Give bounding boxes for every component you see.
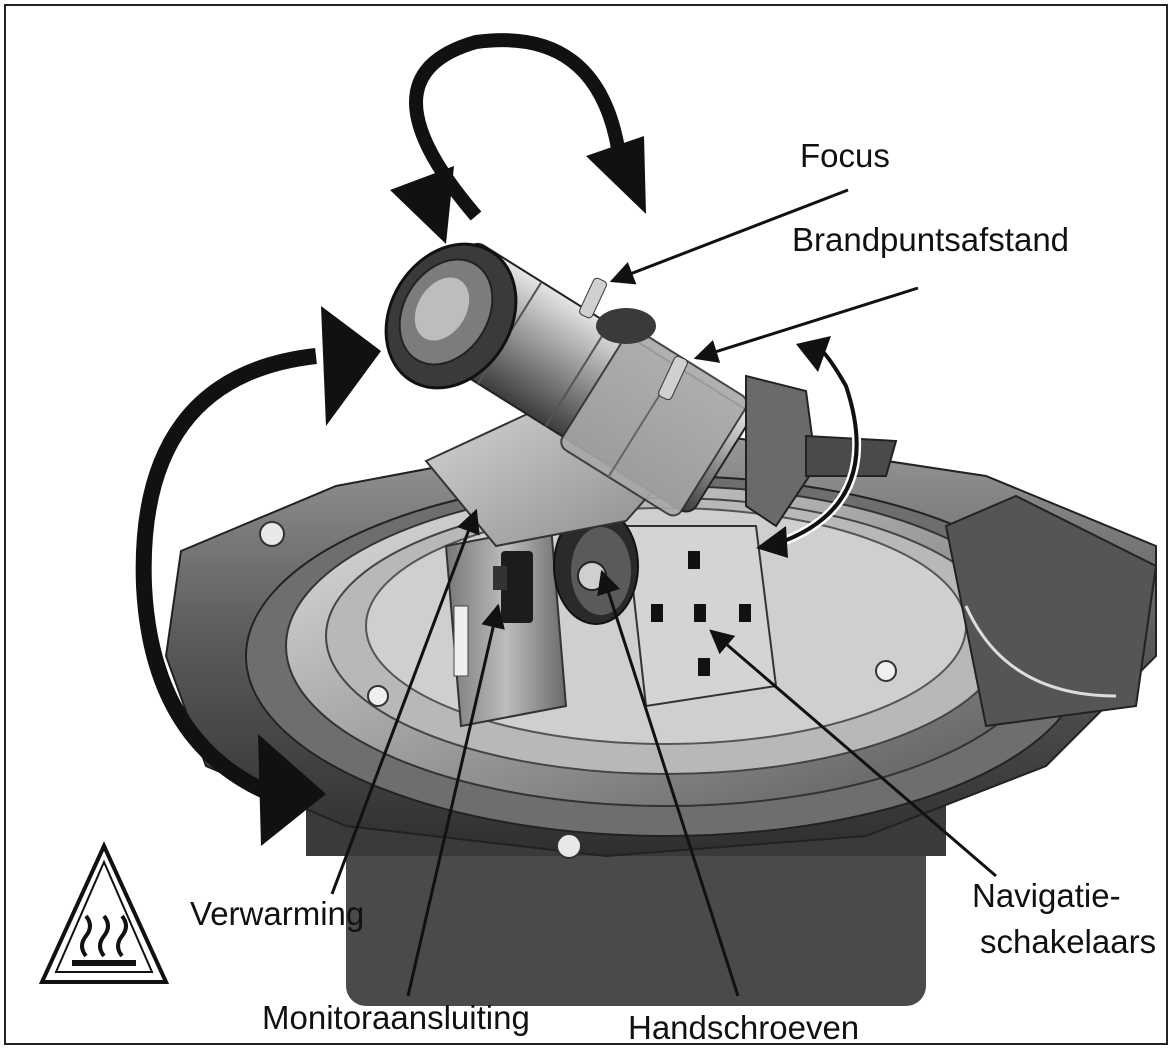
camera-illustration (38, 33, 1158, 1006)
leader-arrows (330, 188, 997, 997)
rotation-arrow-right (756, 336, 862, 558)
label-brandpuntsafstand: Brandpuntsafstand (792, 221, 1070, 258)
camera-module (384, 242, 898, 548)
hot-surface-warning-icon (38, 841, 170, 984)
electronics-plate (444, 524, 568, 728)
rotation-arrow-left (135, 306, 381, 846)
switch-block (624, 525, 778, 708)
diagram-frame: Focus Brandpuntsafstand Verwarming Monit… (4, 4, 1168, 1045)
label-navigatie-line1: Navigatie- (972, 877, 1121, 914)
rotation-arrow-top (390, 33, 646, 244)
label-verwarming: Verwarming (190, 895, 365, 932)
label-focus: Focus (800, 137, 890, 174)
label-navigatie-line2: schakelaars (980, 923, 1157, 960)
label-monitoraansluiting: Monitoraansluiting (262, 999, 530, 1036)
label-handschroeven: Handschroeven (628, 1009, 860, 1045)
